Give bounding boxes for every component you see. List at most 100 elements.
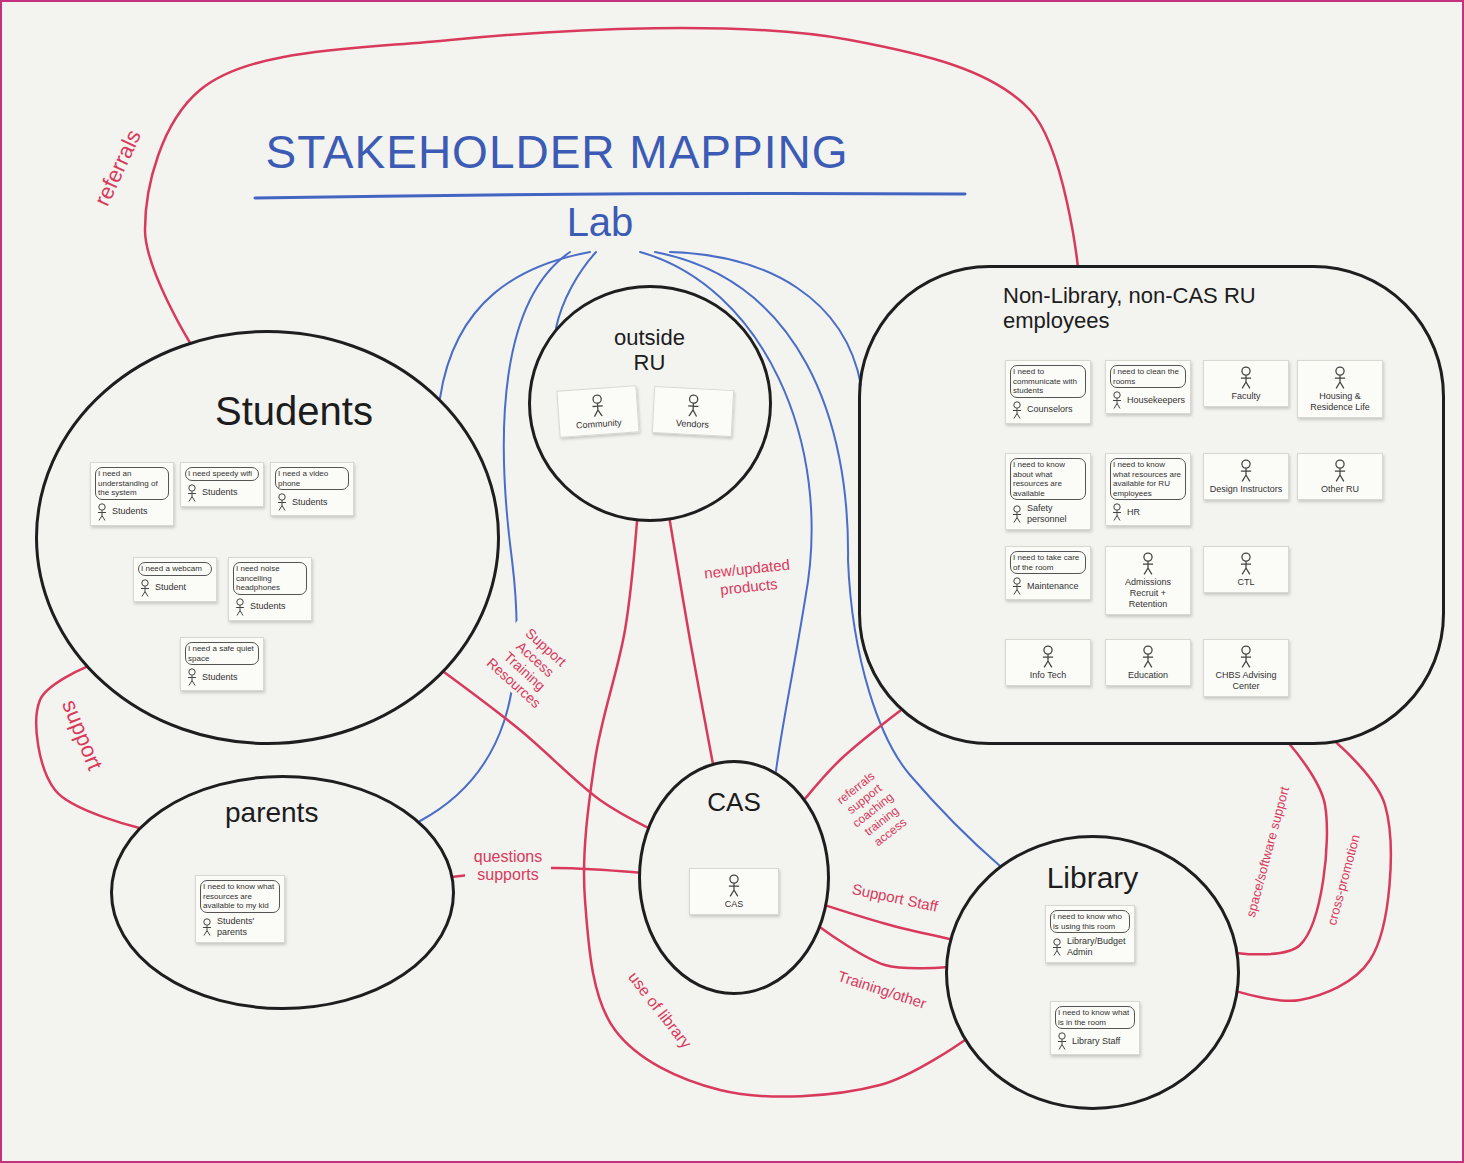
edge-label-slot: Support Access Training Resources [479,614,581,715]
lab-link-line [420,252,570,821]
speech-bubble: I need speedy wifi [185,467,259,481]
role-label: Housekeepers [1127,395,1186,406]
edge-label: referrals support coaching training acce… [826,762,921,858]
figure-head [99,503,105,509]
figure-head [1114,392,1120,398]
heading-slot: Non-Library, non-CAS RU employees [1003,283,1303,334]
edge-label: support [54,693,110,777]
sticky-note: I need a webcamStudent [133,557,217,602]
figure-body [1335,468,1345,481]
role-row: Safety personnel [1010,503,1086,525]
stick-figure [1139,645,1157,668]
stick-figure [1237,366,1255,389]
figure-body [1241,561,1251,574]
figure-body [98,510,106,520]
group-blob [860,267,1444,744]
figure-head [279,494,285,500]
sticky-note: I need to clean the roomsHousekeepers [1105,360,1191,414]
heading-slot: Students [215,388,415,434]
title-slot: STAKEHOLDER MAPPING [207,126,907,179]
sticky-note: Admissions Recruit + Retention [1105,546,1191,615]
edge-label-slot: questions supports [465,847,551,885]
figure-head [204,918,210,924]
sticky-note: Housing & Residence Life [1297,360,1383,418]
role-label: CTL [1208,577,1284,588]
label-slot: Lab [540,200,660,244]
stick-figure [1010,505,1024,523]
role-label: Students [292,497,349,508]
edge-label-slot: referrals support coaching training acce… [826,762,921,858]
group-name: outside RU [602,325,697,376]
figure-body [1013,512,1021,522]
sticky-note: I need to communicate with studentsCouns… [1005,360,1091,424]
lab-link-line [556,252,596,328]
role-label: Other RU [1302,484,1378,495]
figure-head [730,875,738,883]
board-subtitle: Lab [540,200,660,244]
edge-label-slot: Support Staff [847,879,942,918]
relation-line [584,521,964,1096]
edge-label: use of library [622,965,699,1055]
edge-label: cross-promotion [1322,830,1365,930]
stick-figure [1010,401,1024,419]
figure-body [1043,654,1053,667]
stick-figure [1237,552,1255,575]
figure-body [592,403,603,417]
relation-line [821,928,945,968]
role-label: Students [250,601,307,612]
role-row: Students [185,668,259,686]
role-label: Vendors [657,417,727,432]
sticky-note: CTL [1203,546,1289,593]
relation-line [145,28,1078,342]
role-row: Maintenance [1010,577,1086,595]
stick-figure [138,579,152,597]
figure-head [237,598,243,604]
figure-body [688,403,699,417]
role-label: Students [202,672,259,683]
figure-head [1242,460,1250,468]
sticky-note: I need noise cancelling headphonesStuden… [228,557,312,621]
role-label: Library/Budget Admin [1067,936,1130,958]
speech-bubble: I need to know what is in the room [1055,1006,1135,1029]
group-name: CAS [684,788,784,818]
title-underline [255,194,965,199]
stick-figure [1139,552,1157,575]
figure-head [1242,646,1250,654]
figure-body [1241,375,1251,388]
stakeholder-group: CAS CAS [638,760,830,995]
sticky-note: Faculty [1203,360,1289,407]
sticky-note: Info Tech [1005,639,1091,686]
figure-head [1014,578,1020,584]
role-label: CAS [694,899,774,910]
sticky-note: Design Instructors [1203,453,1289,500]
stick-figure [1010,577,1024,595]
role-label: Housing & Residence Life [1302,391,1378,413]
edge-label: questions supports [465,847,551,885]
figure-head [142,579,148,585]
stick-figure [1237,459,1255,482]
role-row: Students' parents [200,916,280,938]
stick-figure [684,394,703,418]
role-row: Students [233,598,307,616]
speech-bubble: I need a webcam [138,562,212,576]
stick-figure [1039,645,1057,668]
role-row: Counselors [1010,401,1086,419]
lab-link-line [670,252,861,385]
speech-bubble: I need to know about what resources are … [1010,458,1086,500]
heading-slot: parents [225,797,355,829]
role-label: Library Staff [1072,1036,1135,1047]
figure-head [1014,401,1020,407]
stick-figure [233,598,247,616]
group-name: Non-Library, non-CAS RU employees [1003,283,1303,334]
speech-bubble: I need to clean the rooms [1110,365,1186,388]
edge-label: Training/other [832,965,931,1014]
edge-label-slot: space/software support [1241,782,1295,922]
speech-bubble: I need to know what resources are availa… [200,880,280,913]
figure-body [1113,510,1121,520]
edge-label: space/software support [1241,782,1295,922]
sticky-note: I need to know who is using this roomLib… [1045,905,1135,963]
group-name: parents [225,797,355,829]
edge-label: new/updated products [696,554,799,602]
role-label: Maintenance [1027,581,1086,592]
